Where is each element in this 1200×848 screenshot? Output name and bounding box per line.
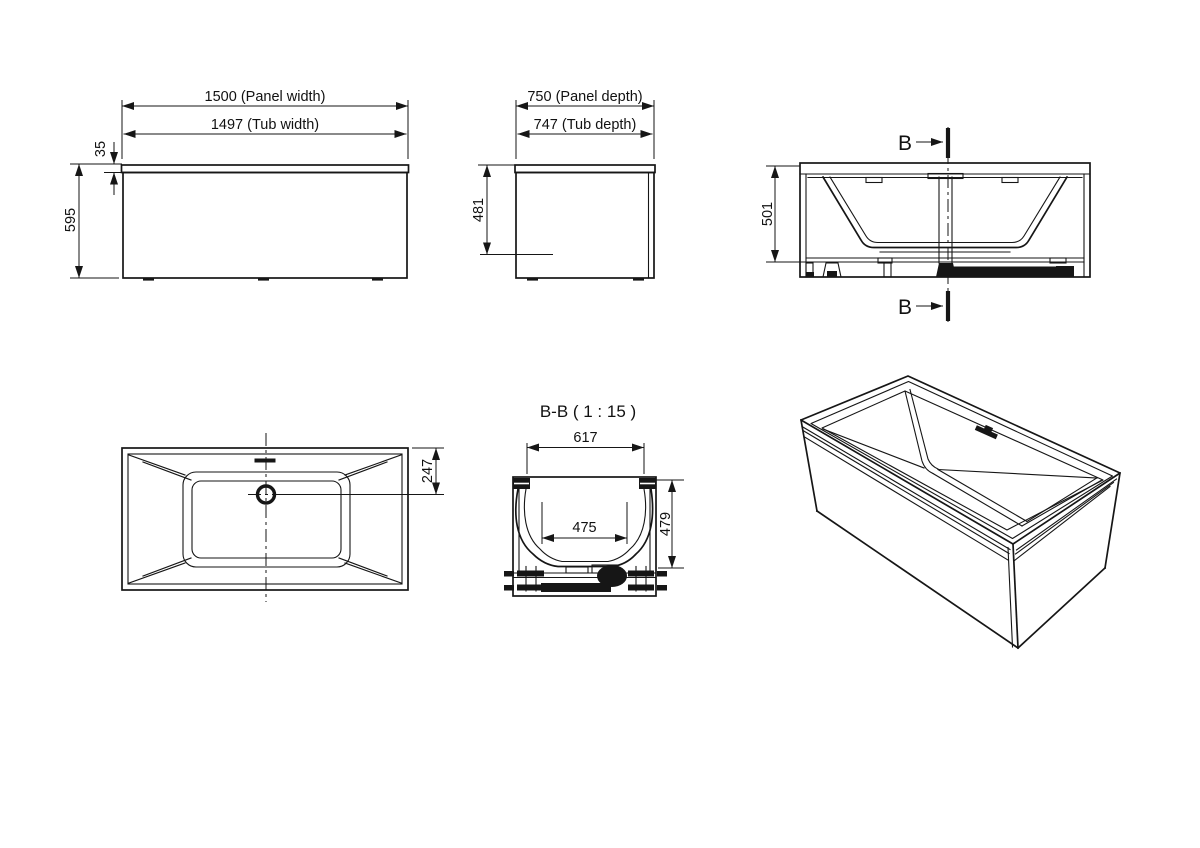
bb-section-view: B-B ( 1 : 15 ) 617 [504,402,684,597]
dim-section-height: 501 [760,202,776,226]
overflow-fitting [974,424,998,440]
isometric-view [800,375,1121,650]
front-view: 1500 (Panel width) 1497 (Tub width) 35 5… [63,89,410,281]
dim-rim-height: 35 [93,141,109,157]
section-cut-label-bottom: B [898,296,912,319]
top-view: 247 [121,433,444,602]
side-view: 750 (Panel depth) 747 (Tub depth) 481 [471,89,656,281]
section-view: B B 501 [760,127,1091,322]
dim-inner-height: 481 [471,198,487,222]
dim-tub-depth: 747 (Tub depth) [534,117,637,133]
dim-drain-offset: 247 [420,459,436,483]
dim-bb-top-width: 617 [573,430,597,446]
dim-bb-bottom-width: 475 [572,520,596,536]
dim-overall-height: 595 [63,208,79,232]
section-cut-label-top: B [898,132,912,155]
dim-bb-depth: 479 [658,512,674,536]
bb-section-title: B-B ( 1 : 15 ) [540,402,636,421]
dim-tub-width: 1497 (Tub width) [211,117,319,133]
overflow-slot [254,458,276,463]
dim-panel-depth: 750 (Panel depth) [527,89,642,105]
dim-panel-width: 1500 (Panel width) [205,89,326,105]
